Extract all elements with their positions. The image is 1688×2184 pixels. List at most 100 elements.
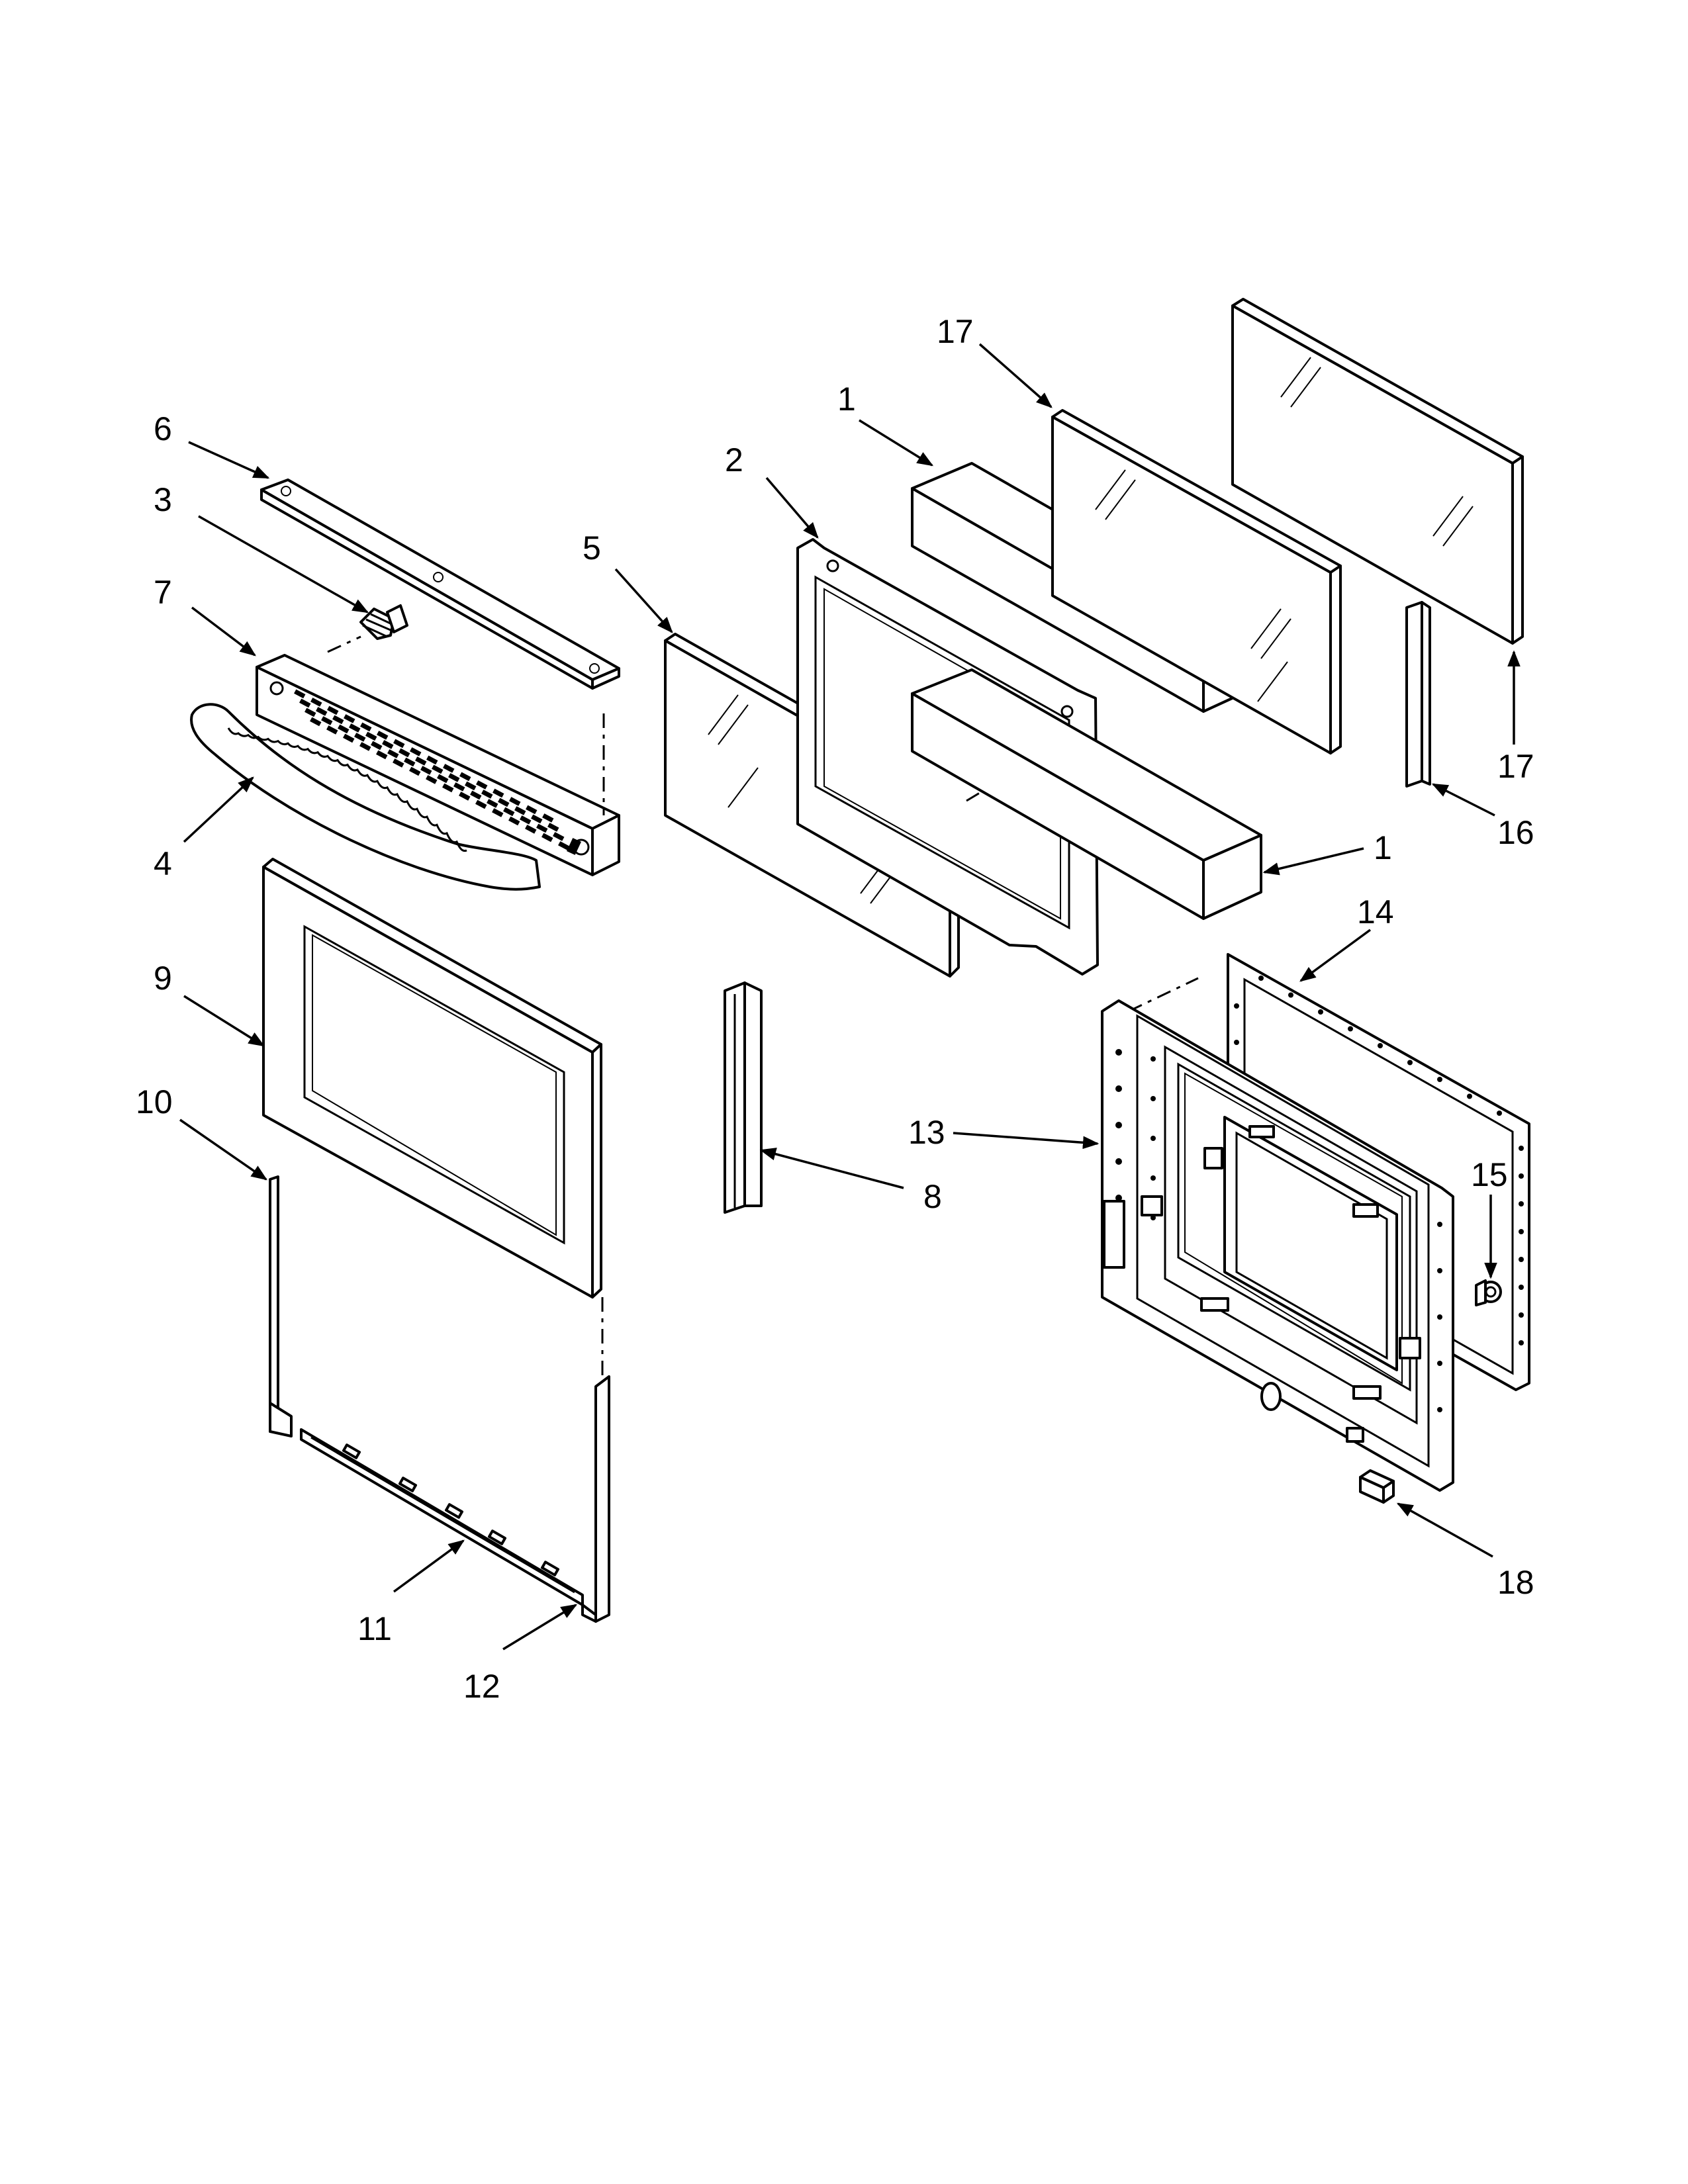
vent-slot bbox=[465, 781, 477, 791]
vent-slot bbox=[344, 714, 355, 723]
vent-slot bbox=[531, 814, 543, 824]
vent-slot bbox=[371, 741, 383, 751]
callout-9: 9 bbox=[154, 960, 172, 997]
vent-slot bbox=[376, 750, 388, 760]
mounting-hole bbox=[1348, 1026, 1353, 1032]
vent-slot bbox=[426, 755, 438, 765]
vent-slot bbox=[492, 808, 504, 817]
vent-slot bbox=[343, 733, 355, 743]
part-1-lower-insulation bbox=[911, 668, 1262, 920]
callout-13: 13 bbox=[908, 1114, 945, 1151]
part-10-left-trim bbox=[269, 1175, 293, 1437]
vent-slot bbox=[514, 806, 526, 815]
vent-slot bbox=[327, 705, 339, 715]
leader-arrows bbox=[179, 343, 1521, 1651]
mounting-hole bbox=[1115, 1049, 1122, 1056]
vent-slot bbox=[453, 782, 465, 792]
vent-slot bbox=[432, 764, 444, 774]
vent-slot bbox=[349, 723, 361, 733]
vent-slot bbox=[459, 772, 471, 782]
vent-slot bbox=[442, 783, 454, 793]
part-13-inner-door-liner bbox=[1101, 999, 1454, 1492]
mounting-hole bbox=[1115, 1122, 1122, 1128]
mounting-hole bbox=[1519, 1173, 1524, 1179]
part-12-right-trim bbox=[581, 1375, 610, 1623]
vent-slot bbox=[305, 707, 316, 717]
callout-14: 14 bbox=[1357, 893, 1394, 931]
mounting-hole bbox=[1288, 992, 1293, 998]
vent-slot bbox=[541, 833, 553, 842]
callout-5: 5 bbox=[583, 529, 601, 567]
mounting-hole bbox=[1378, 1043, 1383, 1048]
vent-slot bbox=[508, 816, 520, 826]
part-16-glass-bracket bbox=[1405, 601, 1431, 788]
screw-guide-line bbox=[327, 635, 361, 653]
vent-slot bbox=[476, 780, 488, 790]
mounting-hole bbox=[1150, 1056, 1156, 1062]
mounting-hole bbox=[1519, 1257, 1524, 1262]
vent-slot bbox=[310, 717, 322, 727]
vent-slot bbox=[387, 749, 399, 758]
callout-labels: 6 3 7 4 5 2 1 17 1 17 16 9 10 8 13 14 15… bbox=[136, 313, 1534, 1705]
vent-slot bbox=[365, 731, 377, 741]
callout-16: 16 bbox=[1497, 814, 1534, 851]
mounting-hole bbox=[1407, 1060, 1413, 1066]
vent-slot bbox=[377, 731, 389, 740]
mounting-hole bbox=[1519, 1312, 1524, 1318]
vent-slot bbox=[426, 775, 438, 784]
part-8-side-bracket bbox=[724, 981, 763, 1214]
callout-7: 7 bbox=[154, 574, 172, 611]
vent-slot bbox=[475, 799, 487, 809]
callout-4: 4 bbox=[154, 845, 172, 882]
mounting-hole bbox=[1258, 976, 1264, 981]
handle-grip-edge bbox=[227, 727, 467, 852]
vent-slot bbox=[547, 823, 559, 832]
mounting-hole bbox=[1519, 1201, 1524, 1206]
mounting-hole bbox=[1115, 1195, 1122, 1201]
mounting-hole bbox=[1234, 1003, 1239, 1009]
vent-slot bbox=[310, 698, 322, 707]
part-15-clip bbox=[1475, 1279, 1502, 1306]
callout-3: 3 bbox=[154, 481, 172, 518]
mounting-hole bbox=[1437, 1077, 1442, 1082]
vent-slot bbox=[503, 807, 515, 817]
vent-slot bbox=[443, 764, 455, 773]
vent-slot bbox=[481, 790, 493, 799]
vent-slot bbox=[294, 689, 306, 699]
vent-slot bbox=[410, 747, 422, 756]
part-9-outer-door-panel bbox=[262, 858, 602, 1298]
callout-12: 12 bbox=[463, 1668, 500, 1705]
part-4-handle bbox=[190, 703, 541, 891]
vent-slot bbox=[525, 825, 537, 834]
mounting-hole bbox=[1437, 1268, 1442, 1273]
vent-slot bbox=[299, 698, 311, 708]
vent-slot bbox=[558, 841, 570, 850]
part-7-vent-panel bbox=[256, 654, 620, 876]
vent-slot bbox=[437, 774, 449, 784]
gasket-guide-line bbox=[1128, 977, 1199, 1013]
vent-slot bbox=[509, 797, 521, 806]
mounting-hole bbox=[1115, 1085, 1122, 1092]
callout-1-upper: 1 bbox=[837, 381, 856, 418]
vent-slot bbox=[526, 805, 538, 815]
callout-17-upper: 17 bbox=[937, 313, 974, 350]
vent-slot bbox=[326, 725, 338, 735]
mounting-hole bbox=[1437, 1222, 1442, 1227]
vent-slot bbox=[459, 792, 471, 801]
part-18-bumper bbox=[1359, 1469, 1395, 1504]
callout-18: 18 bbox=[1497, 1564, 1534, 1601]
part-3-screw bbox=[359, 604, 408, 640]
vent-slot bbox=[332, 715, 344, 725]
vent-slot bbox=[542, 813, 554, 823]
vent-slot bbox=[393, 758, 404, 768]
vent-slot bbox=[470, 790, 482, 800]
mounting-hole bbox=[1318, 1009, 1323, 1015]
callout-2: 2 bbox=[725, 441, 743, 478]
mounting-hole bbox=[1150, 1136, 1156, 1141]
callout-17-lower: 17 bbox=[1497, 748, 1534, 785]
mounting-hole bbox=[1519, 1229, 1524, 1234]
vent-slot bbox=[448, 773, 460, 782]
vent-slot bbox=[520, 815, 532, 825]
vent-slot bbox=[492, 788, 504, 798]
callout-15: 15 bbox=[1471, 1156, 1508, 1193]
